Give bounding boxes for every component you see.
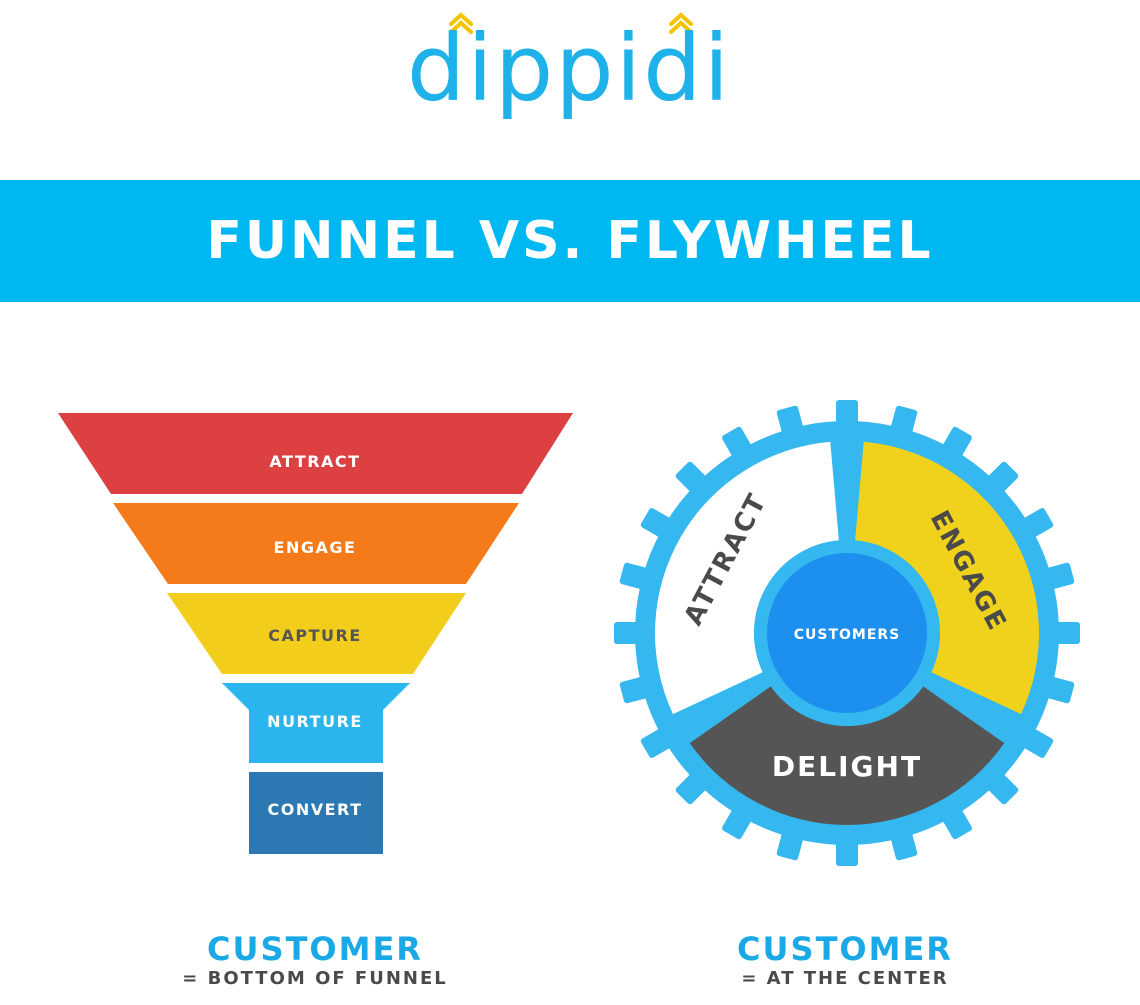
- funnel-label-nurture: NURTURE: [267, 712, 363, 731]
- flywheel-segment-engage: [855, 441, 1039, 715]
- funnel-caption-subtitle: = BOTTOM OF FUNNEL: [182, 968, 448, 989]
- flywheel-label-delight: DELIGHT: [772, 750, 922, 783]
- flywheel-caption-subtitle: = AT THE CENTER: [741, 968, 949, 989]
- flywheel-center-label: CUSTOMERS: [794, 627, 901, 643]
- title-banner: FUNNEL VS. FLYWHEEL: [0, 180, 1140, 302]
- funnel-stage-convert: [249, 772, 383, 854]
- logo-arrow-icon: [669, 12, 693, 34]
- flywheel-segment-attract: [655, 441, 839, 715]
- logo-arrow-icon: [449, 12, 473, 34]
- funnel: ATTRACT ENGAGE CAPTURE NURTURE CONVERT: [58, 413, 573, 854]
- funnel-stage-engage: [113, 503, 519, 584]
- logo-text: dippidi: [407, 15, 731, 122]
- funnel-caption-title: CUSTOMER: [207, 930, 423, 968]
- funnel-stage-attract: [58, 413, 573, 494]
- funnel-label-attract: ATTRACT: [269, 452, 360, 471]
- page-title: FUNNEL VS. FLYWHEEL: [206, 211, 934, 271]
- flywheel: CUSTOMERS ATTRACT ENGAGE DELIGHT: [614, 400, 1080, 866]
- funnel-label-convert: CONVERT: [267, 800, 362, 819]
- flywheel-caption-title: CUSTOMER: [737, 930, 953, 968]
- funnel-stage-capture: [167, 593, 466, 674]
- funnel-caption: CUSTOMER = BOTTOM OF FUNNEL: [105, 930, 525, 990]
- funnel-stage-nurture: [222, 683, 410, 763]
- funnel-label-capture: CAPTURE: [268, 626, 362, 645]
- flywheel-caption: CUSTOMER = AT THE CENTER: [635, 930, 1055, 990]
- flywheel-segment-delight: [689, 686, 1005, 826]
- center-hub: [767, 553, 927, 713]
- brand-logo: dippidi: [0, 0, 1140, 140]
- funnel-label-engage: ENGAGE: [274, 538, 357, 557]
